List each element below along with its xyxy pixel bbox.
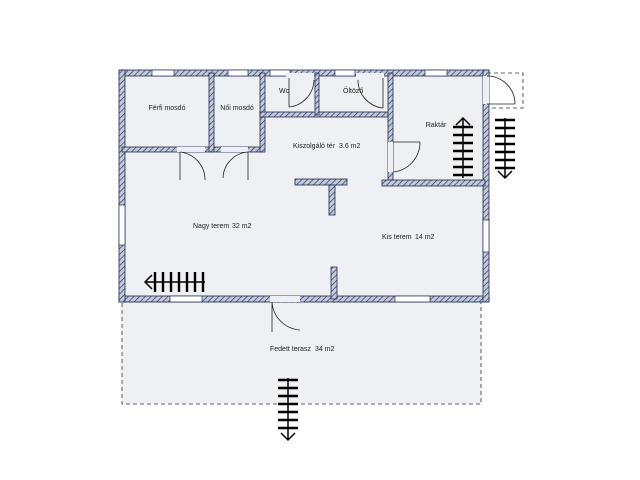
stairs-outside-right [495,118,515,180]
door-opening [388,142,393,172]
window [482,219,490,253]
wall-kiszolgalo-top [259,111,389,118]
room-name-kis-terem: Kis terem [382,234,412,241]
door-opening [483,76,489,104]
door-main-entrance [271,301,301,332]
window [424,69,448,77]
wall-left [118,69,126,303]
window [118,204,126,246]
window [227,69,249,77]
door-opening [270,296,300,302]
window [169,295,203,303]
building-floor [120,73,487,302]
terrace-floor [121,301,482,405]
room-area-nagy-terem: 32 m2 [232,223,252,230]
annex-outline [487,72,524,109]
doors [177,73,516,332]
room-area-kiszolgalo-ter: 3.6 m2 [339,143,361,150]
window [334,69,356,77]
stairs-raktar [453,116,473,178]
room-name-wc: Wc [279,88,290,95]
room-name-raktar: Raktár [426,122,447,129]
stairs-terrace [278,378,298,442]
window [394,295,431,303]
window [151,69,175,77]
windows [118,69,490,303]
room-name-nagy-terem: Nagy terem [193,223,229,230]
wall-raktar-bottom [381,179,486,187]
room-name-fedett-terasz: Fedett terasz [270,346,311,353]
door-raktar [392,141,421,173]
wall-t-vertical [328,184,336,216]
wall-t-horizontal [294,178,348,186]
door-opening [221,147,248,152]
door-oltozo [357,78,384,109]
room-name-oltozo: Öltöző [343,87,363,95]
wall-mosdo-divider [208,72,215,153]
door-wc [288,78,315,108]
door-noi-mosdo [222,151,249,180]
wall-wc-oltozo [314,72,320,116]
door-opening [286,73,314,78]
wall-stub-bottom [330,266,338,300]
room-name-noi-mosdo: Női mosdó [220,105,254,112]
room-name-ferfi-mosdo: Férfi mosdó [149,105,186,112]
door-opening [356,73,384,78]
room-area-fedett-terasz: 34 m2 [315,346,335,353]
stairs-left-inner [143,272,205,292]
door-opening [177,147,205,152]
room-area-kis-terem: 14 m2 [415,234,435,241]
room-name-kiszolgalo-ter: Kiszolgáló tér [293,143,336,150]
stairs [143,116,515,442]
door-raktar-outer [486,75,516,105]
room-labels: Férfi mosdó Női mosdó Wc Öltöző Raktár K… [149,87,447,353]
door-ferfi-mosdo [179,151,206,181]
